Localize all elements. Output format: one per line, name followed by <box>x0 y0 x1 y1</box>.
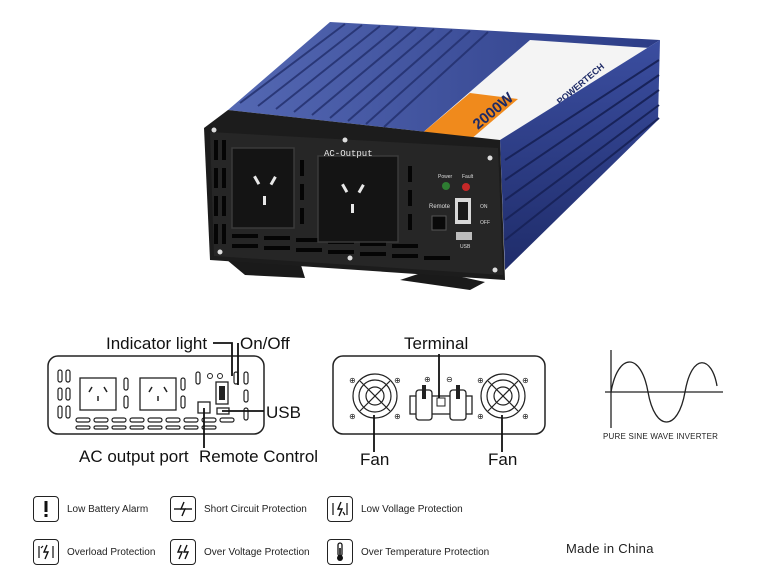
indicator-light-label: Indicator light <box>106 334 208 353</box>
left-fan <box>352 373 398 419</box>
feature-overload-protection: Overload Protection <box>33 539 155 565</box>
terminal-label: Terminal <box>404 334 469 353</box>
exclamation-icon <box>33 496 59 522</box>
power-led-label: Power <box>438 174 453 180</box>
ac-output-port-label: AC output port <box>79 447 189 466</box>
fan-left-label: Fan <box>360 450 390 469</box>
short-circuit-icon <box>170 496 196 522</box>
thermometer-icon <box>327 539 353 565</box>
feature-label: Overload Protection <box>67 546 156 558</box>
svg-text:⊕: ⊕ <box>349 376 356 385</box>
on-off-label: On/Off <box>240 334 290 353</box>
feature-short-circuit-protection: Short Circuit Protection <box>170 496 307 522</box>
front-panel-diagram <box>47 355 265 435</box>
right-fan <box>480 373 526 419</box>
fan-right-label: Fan <box>488 450 518 469</box>
fault-led-label: Fault <box>462 174 474 180</box>
feature-low-voltage-protection: Low Vollage Protection <box>327 496 463 522</box>
over-voltage-icon <box>170 539 196 565</box>
svg-text:⊕: ⊕ <box>522 376 529 385</box>
usb-label: USB <box>266 403 301 422</box>
made-in-label: Made in China <box>566 541 654 556</box>
remote-control-label: Remote Control <box>199 447 319 466</box>
feature-label: Low Vollage Protection <box>361 503 463 515</box>
svg-text:⊕: ⊕ <box>477 376 484 385</box>
feature-over-temperature-protection: Over Temperature Protection <box>327 539 489 565</box>
rear-diagram-leader-lines <box>373 354 503 452</box>
inverter-product-image: 2000W POWERTECH <box>204 22 660 290</box>
feature-over-voltage-protection: Over Voltage Protection <box>170 539 310 565</box>
sine-wave-graphic <box>605 350 723 428</box>
svg-text:⊕: ⊕ <box>522 412 529 421</box>
svg-text:⊕: ⊕ <box>394 412 401 421</box>
svg-text:⊕: ⊕ <box>349 412 356 421</box>
sine-wave-caption: PURE SINE WAVE INVERTER <box>603 432 719 441</box>
feature-label: Over Voltage Protection <box>204 546 310 558</box>
feature-label: Over Temperature Protection <box>361 546 490 558</box>
remote-label: Remote <box>429 204 451 210</box>
feature-low-battery-alarm: Low Battery Alarm <box>33 496 148 522</box>
overload-icon <box>33 539 59 565</box>
ac-output-panel-label: AC-Output <box>324 149 373 159</box>
low-voltage-icon <box>327 496 353 522</box>
svg-text:⊕: ⊕ <box>394 376 401 385</box>
svg-text:⊖: ⊖ <box>446 375 453 384</box>
on-label: ON <box>480 204 488 210</box>
feature-label: Low Battery Alarm <box>67 503 149 515</box>
svg-text:⊕: ⊕ <box>477 412 484 421</box>
usb-panel-label: USB <box>460 244 471 250</box>
feature-label: Short Circuit Protection <box>204 503 307 515</box>
off-label: OFF <box>480 220 490 226</box>
svg-text:⊕: ⊕ <box>424 375 431 384</box>
front-diagram-leader-lines <box>203 342 264 448</box>
